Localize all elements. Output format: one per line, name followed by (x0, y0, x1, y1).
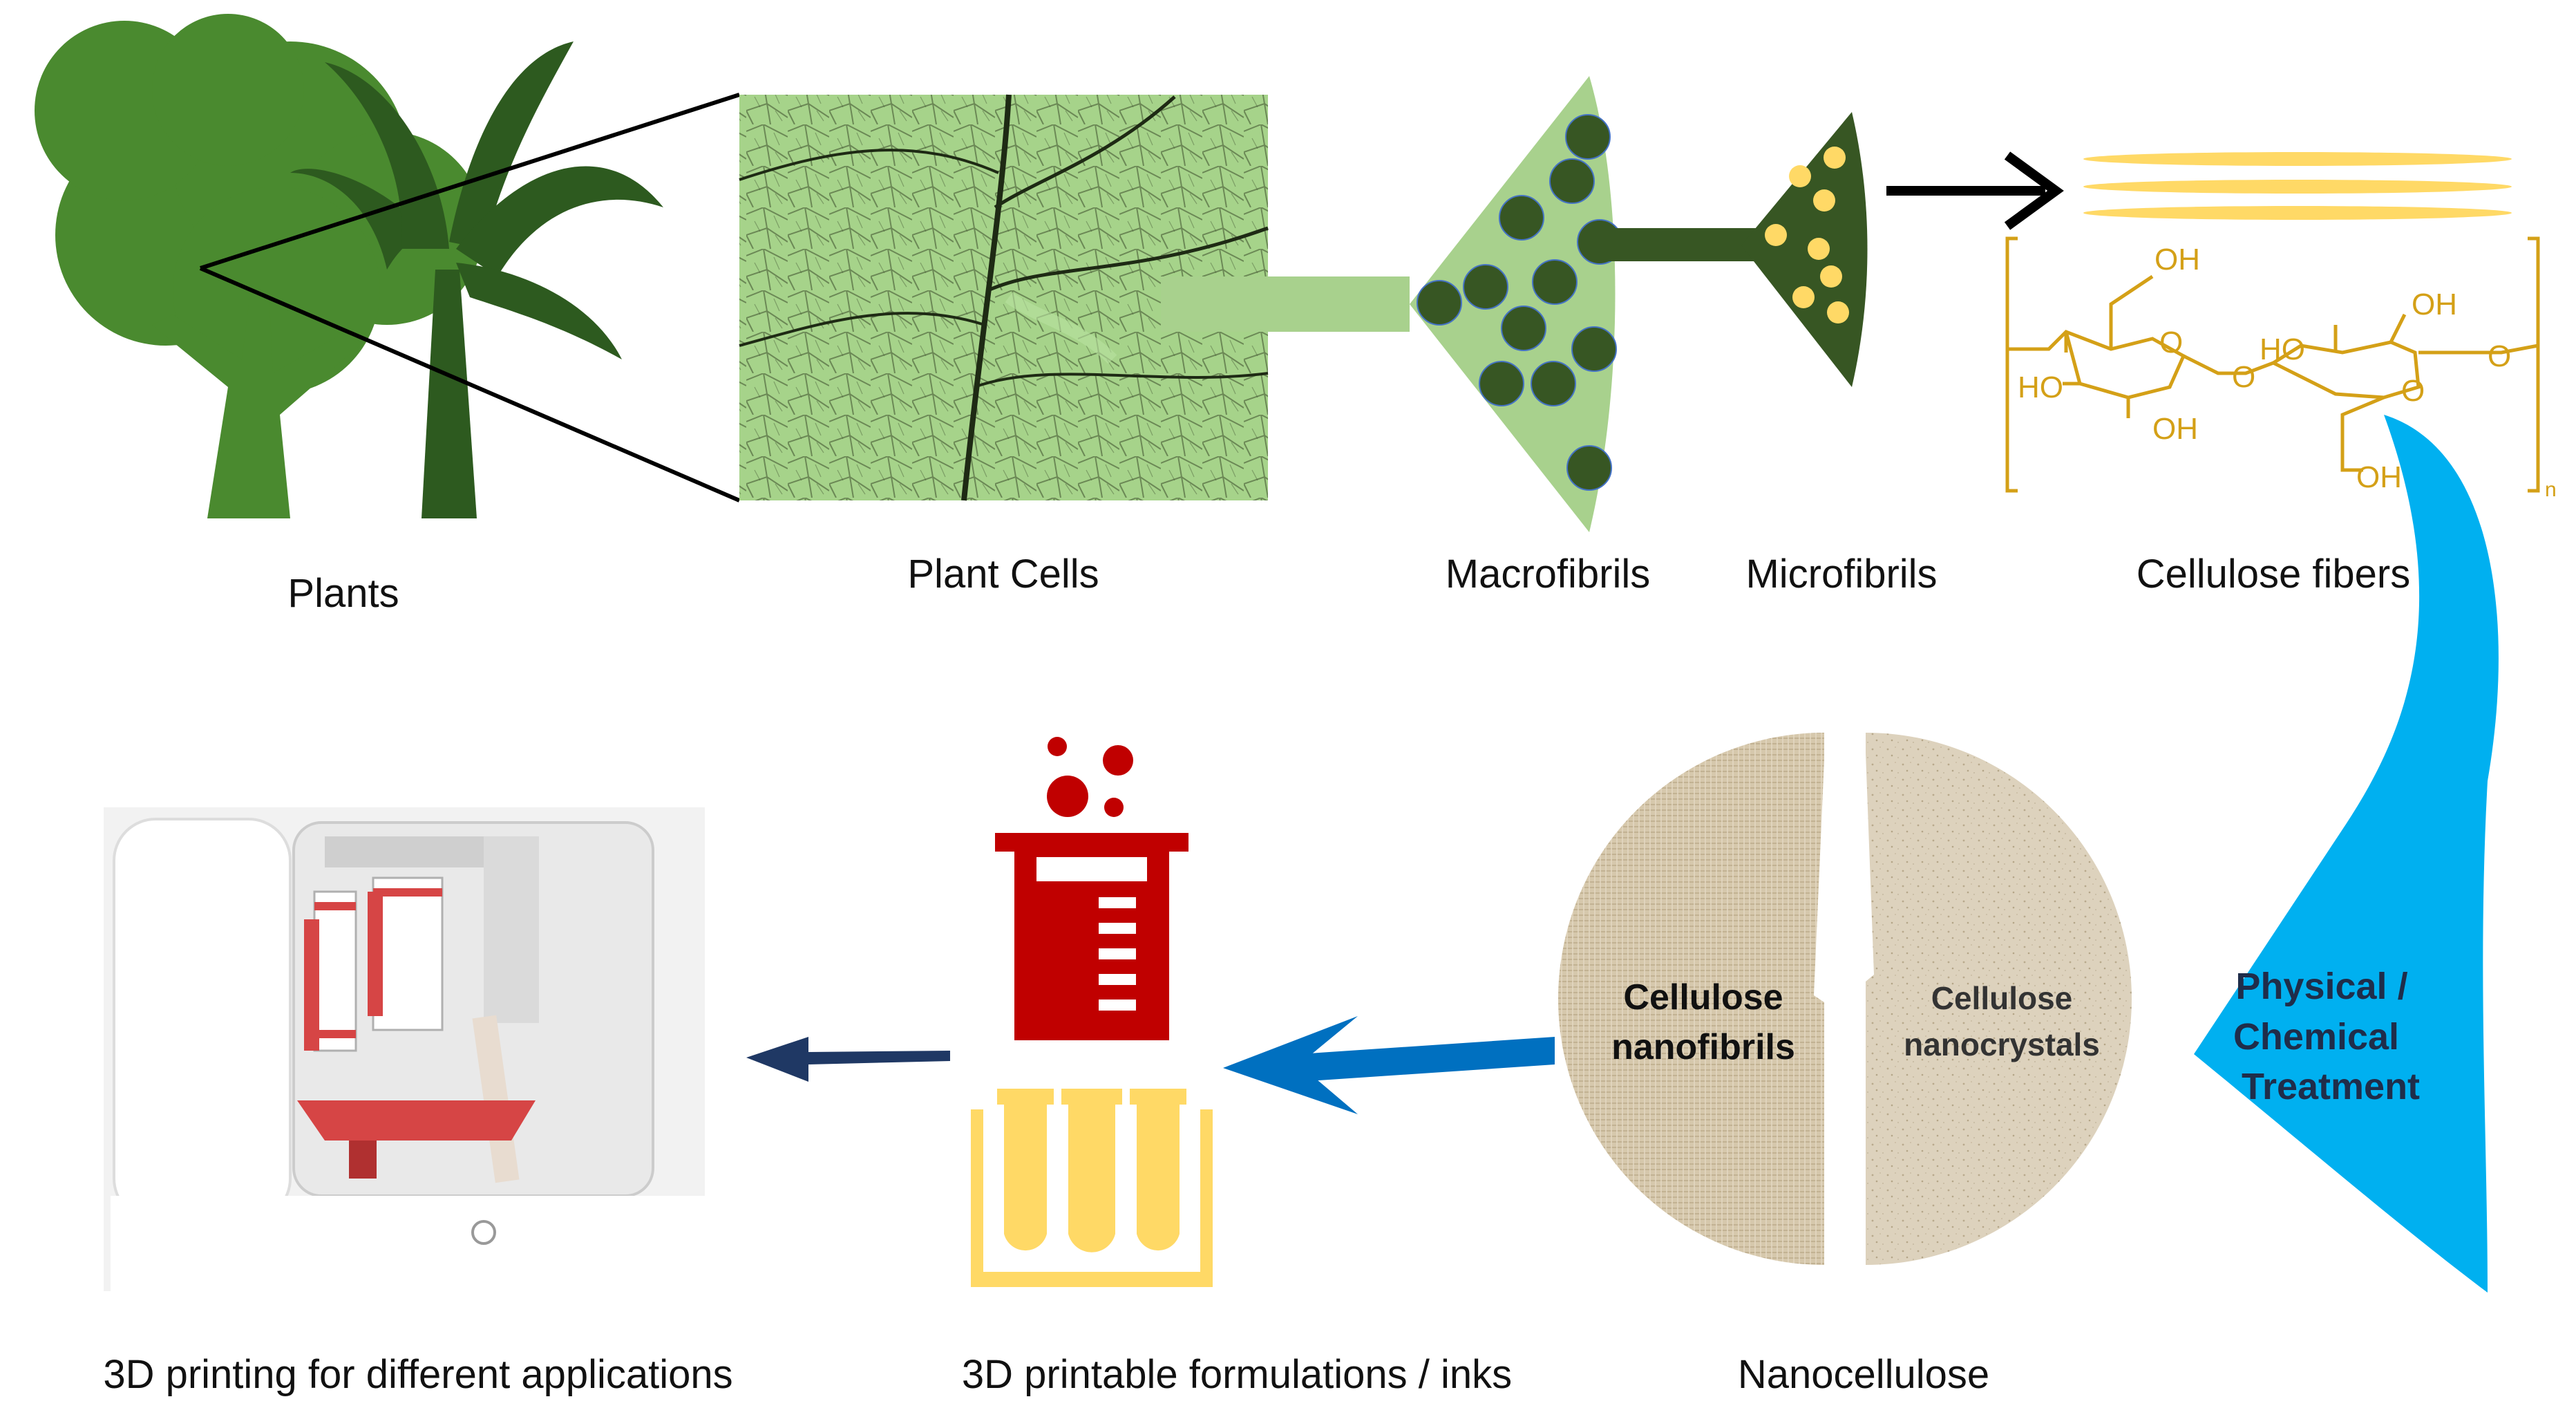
cellulose-structure (2005, 236, 2540, 493)
printing-label: 3D printing for different applications (103, 1352, 732, 1397)
formulations-label: 3D printable formulations / inks (962, 1352, 1512, 1397)
3d-printer-image (104, 807, 705, 1293)
svg-text:O: O (2159, 326, 2183, 359)
cellulose-structure-labels: OH OH HO OH HO OH O O O O n (2018, 243, 2557, 501)
svg-text:OH: OH (2356, 460, 2402, 494)
plant-trees-icon (35, 14, 663, 518)
svg-text:O: O (2488, 339, 2511, 373)
cellulose-fibers-label: Cellulose fibers (2137, 552, 2411, 597)
macrofibril-cone (1410, 76, 1622, 532)
fiber-strands-icon (2083, 152, 2512, 220)
svg-text:O: O (2232, 360, 2255, 394)
zoom-line-bottom (199, 266, 741, 503)
svg-text:O: O (2401, 374, 2425, 408)
left-arrow-icon (1223, 1016, 1555, 1114)
treatment-label-line2: Chemical (2233, 1016, 2399, 1058)
treatment-label-line3: Treatment (2242, 1066, 2420, 1107)
plants-label: Plants (287, 571, 399, 616)
svg-text:OH: OH (2412, 288, 2457, 321)
beaker-icon (995, 737, 1188, 1040)
zoom-line-top (200, 93, 740, 270)
macrofibrils-label: Macrofibrils (1446, 552, 1651, 597)
beaker-graduations (1036, 857, 1147, 1011)
svg-text:OH: OH (2154, 243, 2200, 276)
treatment-arrow (2194, 415, 2499, 1293)
svg-text:OH: OH (2152, 412, 2198, 446)
svg-text:n: n (2545, 478, 2557, 501)
microfibril-cone (1600, 112, 1868, 387)
svg-text:HO: HO (2260, 332, 2305, 366)
treatment-label-line1: Physical / (2235, 966, 2407, 1007)
cnc-label-line1: Cellulose (1931, 980, 2073, 1016)
plant-cells-label: Plant Cells (907, 552, 1099, 597)
cnf-label-line1: Cellulose (1623, 977, 1783, 1017)
svg-text:HO: HO (2018, 370, 2063, 404)
nanocellulose-label: Nanocellulose (1738, 1352, 1989, 1397)
microfibrils-label: Microfibrils (1745, 552, 1937, 597)
right-arrow-icon (1886, 151, 2064, 230)
left-arrow-dark-icon (746, 1037, 950, 1082)
cnf-label-line2: nanofibrils (1611, 1027, 1795, 1067)
macrofibril-bar (1161, 276, 1410, 332)
test-tubes-icon (971, 1089, 1213, 1287)
cnc-label-line2: nanocrystals (1904, 1026, 2100, 1062)
nanocellulose-circle (1558, 733, 2132, 1265)
